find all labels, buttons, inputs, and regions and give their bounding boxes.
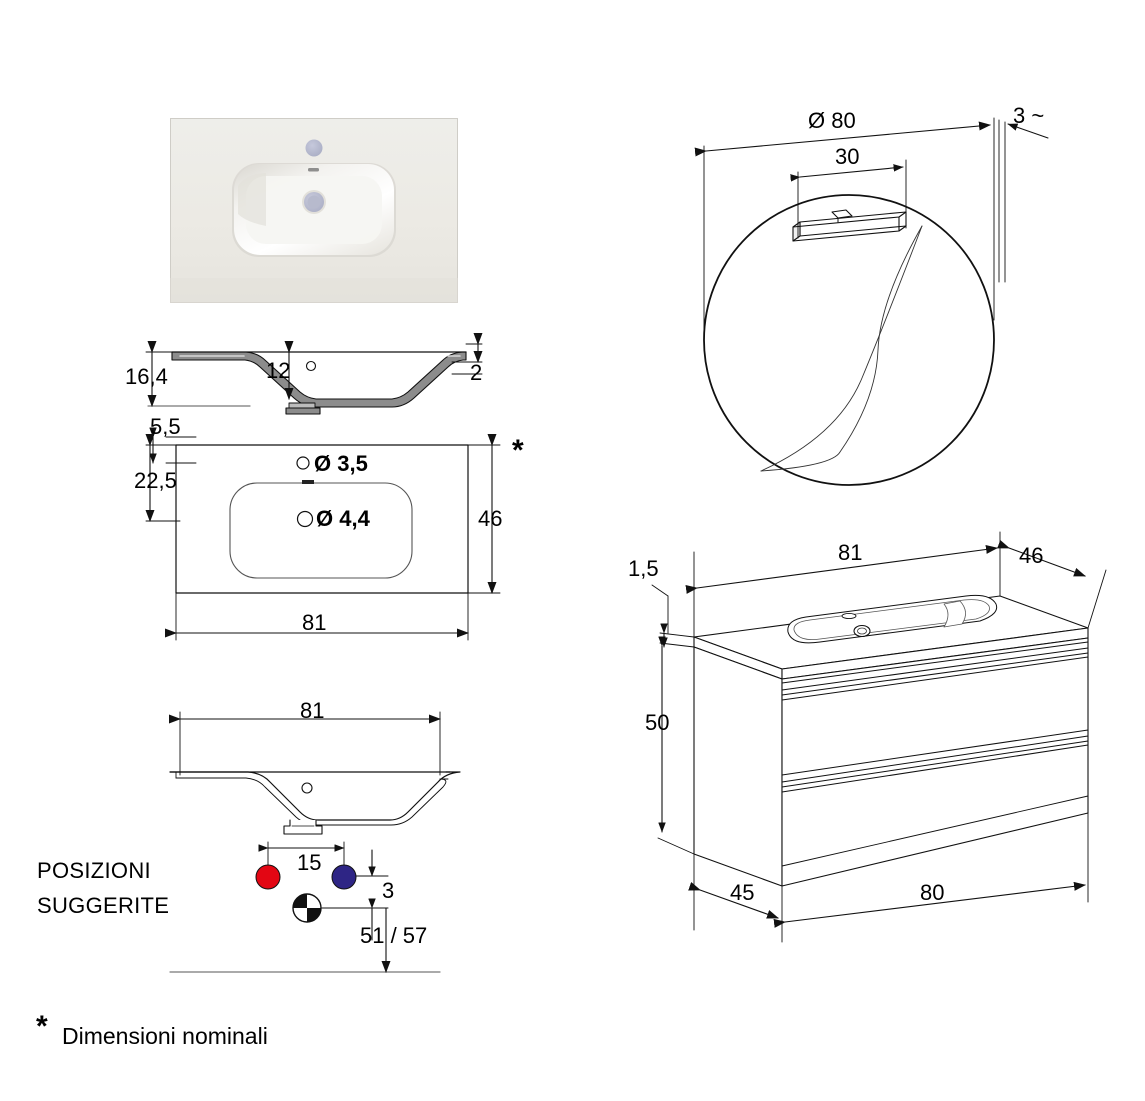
dim-vanity-basin-depth: 46 <box>1019 543 1044 568</box>
dim-section-total-height: 16,4 <box>125 364 168 389</box>
dim-marker-offset: 3 <box>382 878 395 903</box>
label-tap-hole-diameter: Ø 3,5 <box>314 451 368 476</box>
dim-mirror-lamp-width: 30 <box>835 144 860 169</box>
dim-vanity-height: 50 <box>645 710 670 735</box>
suggested-positions-line1: POSIZIONI <box>37 858 151 883</box>
dim-section-bowl-depth: 12 <box>266 358 291 383</box>
nominal-dimension-marker-plan: * <box>512 434 524 467</box>
footnote-text: Dimensioni nominali <box>62 1023 268 1049</box>
footnote-marker: * <box>36 1010 48 1043</box>
quadrant-dot <box>292 893 322 923</box>
washbasin-front-section <box>169 711 461 973</box>
suggested-positions-dims <box>258 841 391 973</box>
round-mirror-with-lamp <box>694 117 1049 486</box>
washbasin-photo-svg <box>170 118 458 303</box>
dim-section-rim-thickness: 2 <box>470 360 483 385</box>
dim-mirror-depth: 3 ~ <box>1013 103 1045 128</box>
dim-plan-drain-from-rear: 22,5 <box>134 468 177 493</box>
dim-plan-width: 81 <box>302 610 327 635</box>
dim-mirror-diameter: Ø 80 <box>808 108 856 133</box>
dim-vanity-width: 80 <box>920 880 945 905</box>
label-drain-hole-diameter: Ø 4,4 <box>316 506 370 531</box>
dim-vanity-top-thickness: 1,5 <box>628 556 659 581</box>
washbasin-plan-view <box>145 427 501 641</box>
washbasin-photo <box>170 118 458 303</box>
dim-vanity-basin-width: 81 <box>838 540 863 565</box>
suggested-positions-line2: SUGGERITE <box>37 893 170 918</box>
dim-vanity-depth: 45 <box>730 880 755 905</box>
position-markers <box>255 864 357 923</box>
washbasin-cross-section <box>145 333 483 415</box>
dim-marker-height-from-floor: 51 / 57 <box>360 923 428 948</box>
vanity-unit-isometric <box>651 531 1107 943</box>
dim-front-width: 81 <box>300 698 325 723</box>
dim-plan-depth: 46 <box>478 506 503 531</box>
dim-plan-taphole-from-rear: 5,5 <box>150 414 181 439</box>
dim-marker-spacing: 15 <box>297 850 322 875</box>
